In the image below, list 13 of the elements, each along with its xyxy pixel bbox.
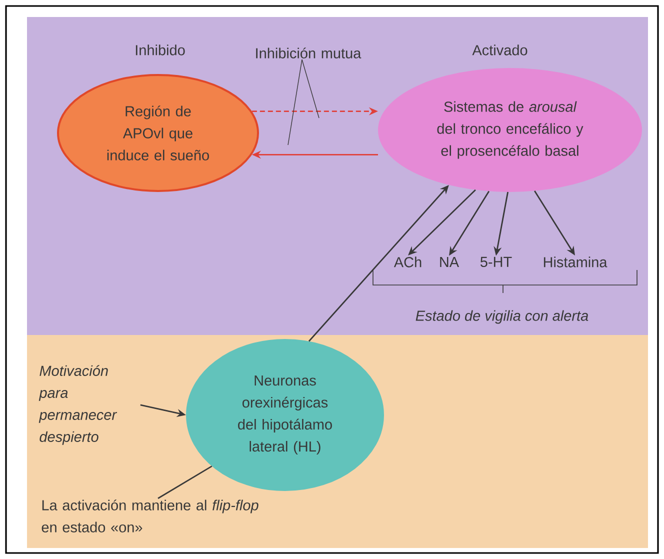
- node-label: La activación mantiene al flip-flop en estado «on»: [42, 500, 258, 532]
- node-label: ACh: [394, 256, 422, 268]
- node-label: Inhibición mutua: [256, 48, 362, 58]
- node-label: Histamina: [544, 256, 608, 268]
- leader-line: [302, 59, 320, 118]
- node-label: NA: [440, 257, 460, 267]
- leader-line: [158, 466, 212, 499]
- node-label: 5-HT: [480, 256, 512, 268]
- node-label: Motivación para permanecer despierto: [38, 365, 118, 445]
- leader-line: [288, 59, 302, 146]
- state-label: Inhibido: [136, 44, 185, 56]
- bracket-label: Estado de vigilia con alerta: [416, 310, 588, 324]
- state-label: Activado: [472, 44, 528, 56]
